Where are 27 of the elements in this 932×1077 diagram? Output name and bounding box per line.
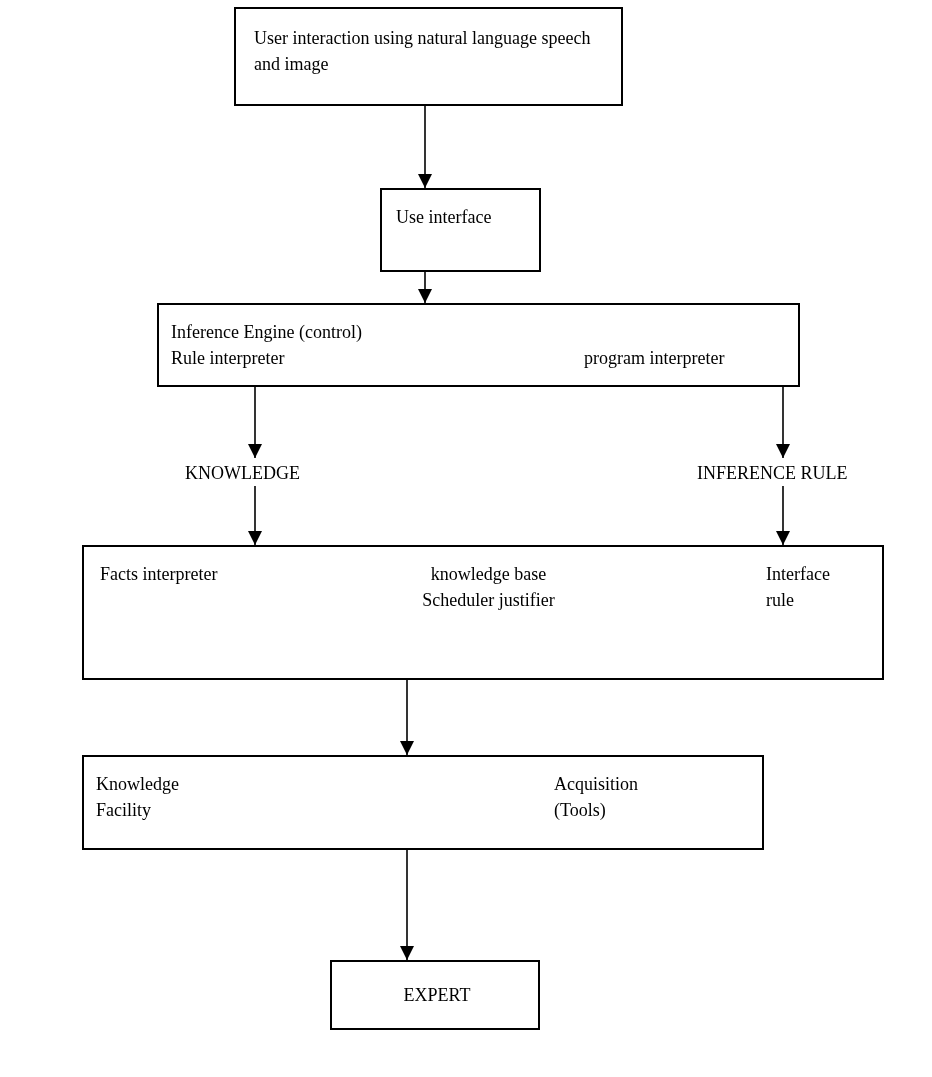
box-text: Use interface (396, 206, 492, 229)
node-label: INFERENCE RULE (697, 462, 848, 485)
box-text: Acquisition (Tools) (554, 773, 639, 822)
arrow (418, 271, 432, 304)
arrow (418, 105, 432, 189)
box-text: Facts interpreter (100, 563, 218, 586)
process-box (330, 960, 540, 1030)
box-text: Knowledge Facility (96, 773, 180, 822)
box-text: User interaction using natural language speech and image (254, 27, 592, 76)
arrow (248, 485, 262, 546)
box-text: Inference Engine (control) (171, 321, 362, 344)
arrow (776, 485, 790, 546)
box-text: EXPERT (402, 984, 472, 1007)
process-box (234, 7, 623, 106)
process-box (157, 303, 800, 387)
arrow (248, 386, 262, 459)
process-box (82, 545, 884, 680)
node-label: KNOWLEDGE (185, 462, 300, 485)
arrow (776, 386, 790, 459)
box-text: program interpreter (584, 347, 725, 370)
box-text: Interface rule (766, 563, 831, 612)
arrow (400, 679, 414, 756)
box-text: Rule interpreter (171, 347, 285, 370)
arrow (400, 849, 414, 961)
process-box (380, 188, 541, 272)
box-text: knowledge base Scheduler justifier (421, 563, 556, 612)
process-box (82, 755, 764, 850)
